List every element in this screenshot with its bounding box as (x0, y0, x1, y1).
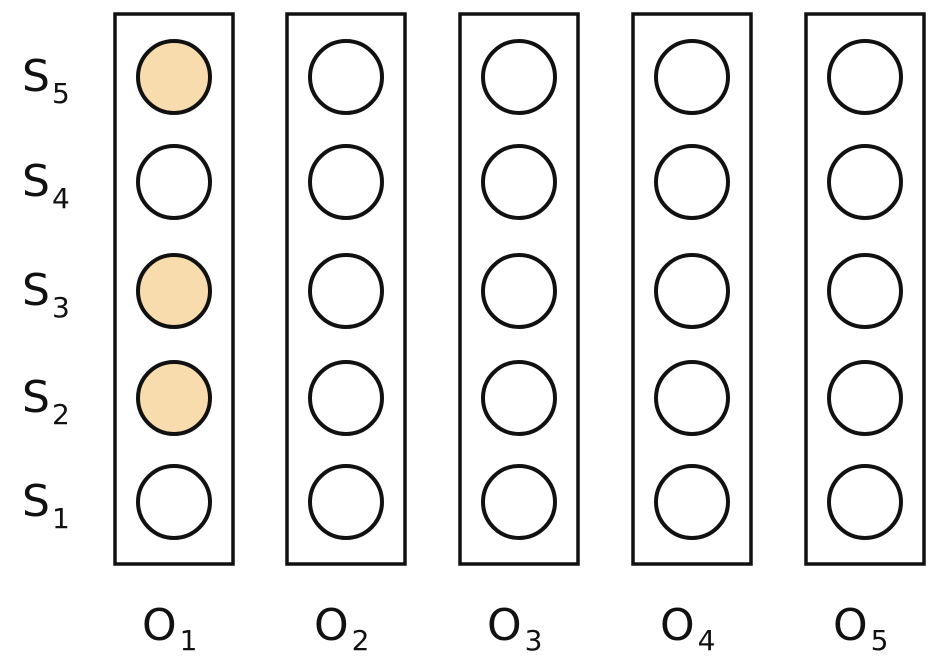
empty-node (827, 360, 903, 436)
column-box (285, 12, 407, 566)
columns (113, 12, 926, 566)
empty-node (308, 253, 384, 329)
empty-node (308, 360, 384, 436)
filled-node (136, 39, 212, 115)
empty-node (136, 464, 212, 540)
empty-node (481, 253, 557, 329)
empty-node (827, 464, 903, 540)
column-box (113, 12, 235, 566)
empty-node (827, 253, 903, 329)
column-box (631, 12, 753, 566)
empty-node (136, 144, 212, 220)
row-label: S2 (22, 372, 70, 431)
empty-node (308, 144, 384, 220)
row-label: S3 (22, 265, 70, 324)
filled-node (136, 360, 212, 436)
row-label: S5 (22, 51, 70, 110)
empty-node (481, 360, 557, 436)
empty-node (654, 253, 730, 329)
column-box (804, 12, 926, 566)
column-4 (631, 12, 753, 566)
empty-node (654, 39, 730, 115)
column-2 (285, 12, 407, 566)
empty-node (827, 39, 903, 115)
column-3 (458, 12, 580, 566)
empty-node (481, 144, 557, 220)
column-5 (804, 12, 926, 566)
column-box (458, 12, 580, 566)
filled-node (136, 253, 212, 329)
empty-node (654, 464, 730, 540)
empty-node (827, 144, 903, 220)
empty-node (654, 360, 730, 436)
empty-node (654, 144, 730, 220)
column-1 (113, 12, 235, 566)
row-label: S4 (22, 156, 70, 215)
empty-node (308, 39, 384, 115)
empty-node (308, 464, 384, 540)
empty-node (481, 464, 557, 540)
row-label: S1 (22, 476, 70, 535)
empty-node (481, 39, 557, 115)
